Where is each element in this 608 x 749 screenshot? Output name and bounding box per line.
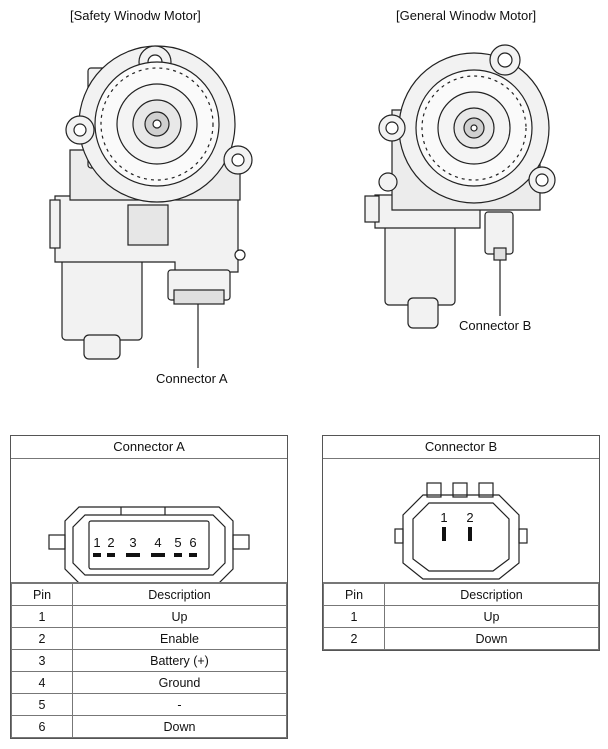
- column-header-pin: Pin: [11, 583, 73, 606]
- description-cell: Up: [384, 605, 599, 628]
- pin-number-2: 2: [107, 535, 114, 550]
- connector-b-label: Connector B: [459, 318, 532, 333]
- pin-2-slot: [107, 553, 115, 557]
- safety-motor-drawing: [49, 45, 253, 360]
- description-cell: Up: [72, 605, 287, 628]
- connector-a-face-drawing: 1 2 3 4 5 6: [48, 506, 250, 582]
- table-row: 5-: [11, 693, 287, 716]
- pin-cell: 6: [11, 715, 73, 738]
- connector-a-panel: Connector A 1 2: [10, 435, 288, 739]
- connector-a-face: 1 2 3 4 5 6: [11, 459, 287, 583]
- pin-5-slot: [174, 553, 182, 557]
- general-motor-drawing: [364, 44, 556, 329]
- pin-1-slot: [93, 553, 101, 557]
- column-header-description: Description: [72, 583, 287, 606]
- connector-b-face-drawing: 1 2: [394, 482, 528, 580]
- column-header-description: Description: [384, 583, 599, 606]
- description-cell: -: [72, 693, 287, 716]
- connector-b-title: Connector B: [323, 436, 599, 459]
- column-header-pin: Pin: [323, 583, 385, 606]
- motor-illustrations: [49, 44, 556, 368]
- pin-3-slot: [126, 553, 140, 557]
- table-header-row: Pin Description: [323, 583, 599, 606]
- pin-1-slot: [442, 527, 446, 541]
- pin-number-2: 2: [466, 510, 473, 525]
- pin-number-3: 3: [129, 535, 136, 550]
- connector-a-title: Connector A: [11, 436, 287, 459]
- connector-b-panel: Connector B 1 2 Pin Descr: [322, 435, 600, 651]
- description-cell: Down: [384, 627, 599, 650]
- pin-6-slot: [189, 553, 197, 557]
- general-motor-title: [General Winodw Motor]: [396, 8, 537, 23]
- pin-cell: 1: [11, 605, 73, 628]
- pin-number-6: 6: [189, 535, 196, 550]
- safety-motor-title: [Safety Winodw Motor]: [70, 8, 201, 23]
- description-cell: Battery (+): [72, 649, 287, 672]
- pin-number-5: 5: [174, 535, 181, 550]
- pin-cell: 4: [11, 671, 73, 694]
- connector-a-label: Connector A: [156, 371, 228, 386]
- pin-cell: 2: [323, 627, 385, 650]
- pin-number-1: 1: [93, 535, 100, 550]
- pin-cell: 1: [323, 605, 385, 628]
- pin-2-slot: [468, 527, 472, 541]
- pin-4-slot: [151, 553, 165, 557]
- pin-number-4: 4: [154, 535, 161, 550]
- pin-cell: 2: [11, 627, 73, 650]
- table-header-row: Pin Description: [11, 583, 287, 606]
- pin-number-1: 1: [440, 510, 447, 525]
- pin-cell: 3: [11, 649, 73, 672]
- connector-b-face: 1 2: [323, 459, 599, 583]
- pin-cell: 5: [11, 693, 73, 716]
- description-cell: Ground: [72, 671, 287, 694]
- description-cell: Down: [72, 715, 287, 738]
- description-cell: Enable: [72, 627, 287, 650]
